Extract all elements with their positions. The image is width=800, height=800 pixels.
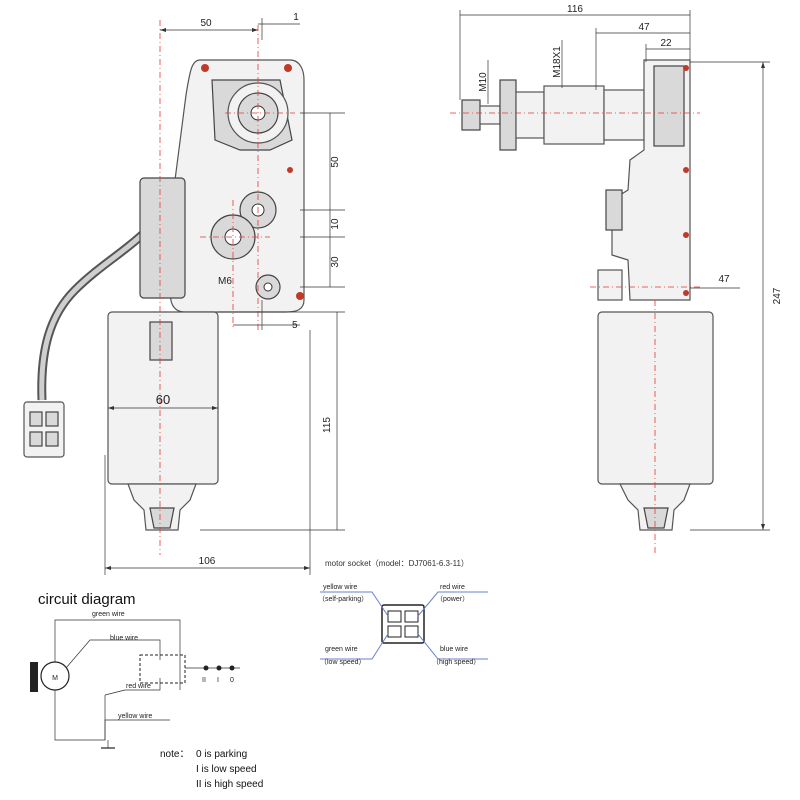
socket-role-low-speed: （low speed） <box>320 658 366 666</box>
motor-socket-panel: motor socket（model：DJ7061-6.3-11） yellow… <box>318 559 488 666</box>
circuit-label-red: red wire <box>126 683 151 690</box>
dim-overall-width: 106 <box>199 556 216 567</box>
switch-pos-park: 0 <box>230 677 234 684</box>
dim-mid-spacing: 10 <box>330 218 341 230</box>
dim-small-offset: 5 <box>292 320 298 331</box>
dim-shaft-depth: 47 <box>638 22 650 33</box>
socket-wire-green: green wire <box>325 646 358 653</box>
mount-hole <box>201 64 209 72</box>
note-high-speed: II is high speed <box>196 779 263 790</box>
thread-m18-label: M18X1 <box>552 46 563 78</box>
thread-m10-label: M10 <box>478 72 489 92</box>
mount-hole <box>296 292 304 300</box>
spline <box>499 79 517 151</box>
dim-overall-height: 247 <box>772 287 783 304</box>
switch-pos-high: II <box>202 677 206 684</box>
dim-upper-spacing: 50 <box>330 156 341 168</box>
circuit-label-green: green wire <box>92 611 125 618</box>
svg-text:M: M <box>52 675 58 682</box>
dim-lower-spacing: 30 <box>330 256 341 268</box>
socket-title: motor socket（model：DJ7061-6.3-11） <box>325 559 469 568</box>
circuit-diagram: circuit diagram M green wire blue wire r… <box>30 591 263 790</box>
dim-mount-depth: 47 <box>718 274 730 285</box>
dim-flange-depth: 22 <box>660 38 672 49</box>
side-view: 116 47 22 M10 M18X1 47 247 <box>450 4 783 555</box>
shaft-nut <box>461 99 481 131</box>
shaft-housing <box>543 85 605 145</box>
note-low-speed: I is low speed <box>196 764 257 775</box>
socket-role-power: （power） <box>436 595 469 603</box>
note-parking: 0 is parking <box>196 749 247 760</box>
side-motor-can <box>597 311 714 485</box>
circuit-title: circuit diagram <box>38 591 136 608</box>
front-view: 50 1 50 10 30 M6 5 60 115 106 <box>23 12 345 575</box>
socket-wire-red: red wire <box>440 584 465 591</box>
circuit-label-blue: blue wire <box>110 635 138 642</box>
note-label: note： <box>160 749 189 760</box>
wire-connector <box>23 401 65 458</box>
thread-m6-label: M6 <box>218 276 232 287</box>
circuit-label-yellow: yellow wire <box>118 713 152 720</box>
socket-role-high-speed: （high speed） <box>432 658 480 666</box>
side-block <box>139 177 186 299</box>
dim-motor-diameter: 60 <box>156 392 170 407</box>
socket-wire-blue: blue wire <box>440 646 468 653</box>
mount-hole <box>284 64 292 72</box>
dim-top-width: 50 <box>200 18 212 29</box>
socket-wire-yellow: yellow wire <box>323 584 357 591</box>
socket-role-self-parking: （self-parking） <box>318 595 368 603</box>
motor-end-cap <box>127 483 197 531</box>
dim-offset: 1 <box>293 12 299 23</box>
dim-overall-depth: 116 <box>567 4 583 15</box>
switch-contacts <box>139 654 186 684</box>
switch-pos-low: I <box>217 677 219 684</box>
dim-motor-length: 115 <box>322 417 333 433</box>
